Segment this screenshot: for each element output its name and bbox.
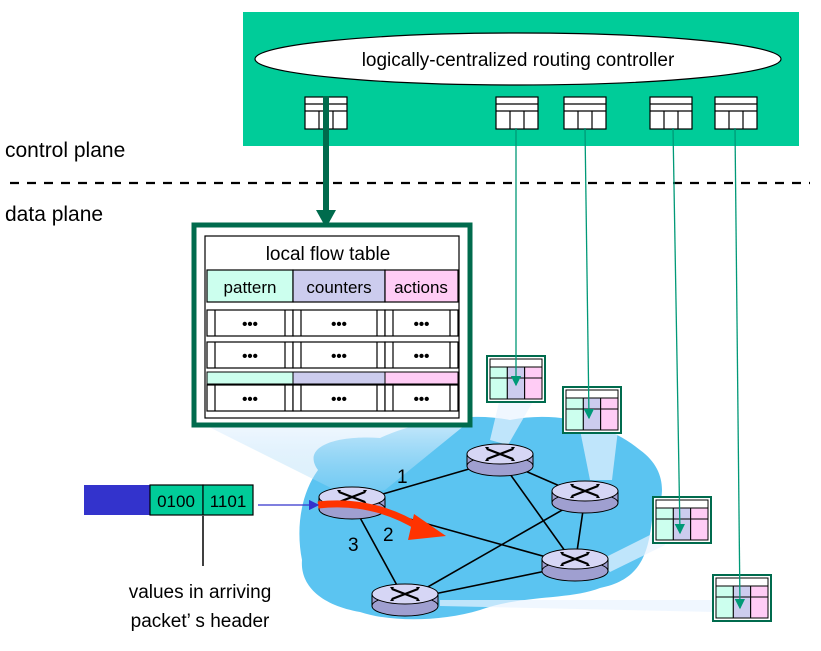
- actions-header-cell: [384, 269, 459, 303]
- flow-table-row: ••• ••• •••: [206, 309, 459, 337]
- flow-table-band: [206, 371, 459, 385]
- switch-table-icons: [486, 355, 772, 622]
- install-arrowhead: [316, 210, 336, 228]
- router-beam-1: [490, 398, 535, 445]
- controller-ellipse: [254, 32, 782, 86]
- local-flow-table: local flow table pattern counters action…: [191, 222, 473, 428]
- router-beam-3: [600, 530, 665, 572]
- port-label-2: 2: [383, 525, 394, 546]
- control-plane-label: control plane: [5, 139, 125, 162]
- packet-caption-line1: values in arriving: [129, 582, 272, 603]
- packet-bits-b: 1101: [210, 492, 247, 511]
- switch-flow-table-2: [562, 386, 622, 434]
- column-counters: counters: [306, 278, 371, 297]
- flow-table-cell: •••: [331, 348, 347, 365]
- port-label-1: 1: [397, 467, 408, 488]
- flow-table-cell: •••: [242, 391, 258, 408]
- controller-table-icon-2: [495, 96, 539, 130]
- router-beam-4: [440, 600, 715, 612]
- router-4: [541, 548, 609, 582]
- flow-table-rows: ••• ••• ••• ••• ••• ••• ••• ••• •••: [206, 309, 459, 412]
- flow-table-cell: •••: [242, 348, 258, 365]
- flow-table-title: local flow table: [266, 244, 391, 265]
- packet-caption-line2: packet’ s header: [131, 611, 270, 632]
- flow-table-row: ••• ••• •••: [206, 341, 459, 369]
- flow-table-cell: •••: [414, 348, 430, 365]
- controller-table-icon-5: [714, 96, 758, 130]
- column-actions: actions: [394, 278, 448, 297]
- switch-flow-table-3: [652, 496, 712, 544]
- controller-connectors: [510, 127, 746, 610]
- controller-table-icons: [304, 96, 758, 130]
- flow-table-row: ••• ••• •••: [206, 384, 459, 412]
- switch-flow-table-4: [712, 574, 772, 622]
- counters-header-cell: [292, 269, 386, 303]
- router-2: [466, 443, 534, 477]
- column-pattern: pattern: [224, 278, 277, 297]
- packet-field-b: [202, 484, 254, 516]
- router-5: [371, 583, 439, 617]
- flow-table-cell: •••: [414, 316, 430, 333]
- flow-table-cell: •••: [242, 316, 258, 333]
- forwarding-arrow: [317, 500, 422, 531]
- packet-bits-a: 0100: [157, 492, 195, 511]
- data-plane-label: data plane: [5, 203, 103, 226]
- packet: 0100 1101: [84, 484, 254, 516]
- router-beam-2: [580, 430, 618, 480]
- flow-table-beam: [205, 425, 465, 495]
- flow-table-cell: •••: [331, 316, 347, 333]
- flow-table-cell: •••: [414, 391, 430, 408]
- forwarding-arrowhead: [408, 514, 446, 540]
- packet-field-a: [149, 484, 204, 516]
- controller-table-icon-4: [649, 96, 693, 130]
- port-label-3: 3: [348, 535, 359, 556]
- router-3: [551, 480, 619, 514]
- controller-label: logically-centralized routing controller: [362, 50, 675, 71]
- controller-table-icon-3: [563, 96, 607, 130]
- flow-table-cell: •••: [331, 391, 347, 408]
- pattern-header-cell: [206, 269, 294, 303]
- packet-payload: [84, 485, 150, 515]
